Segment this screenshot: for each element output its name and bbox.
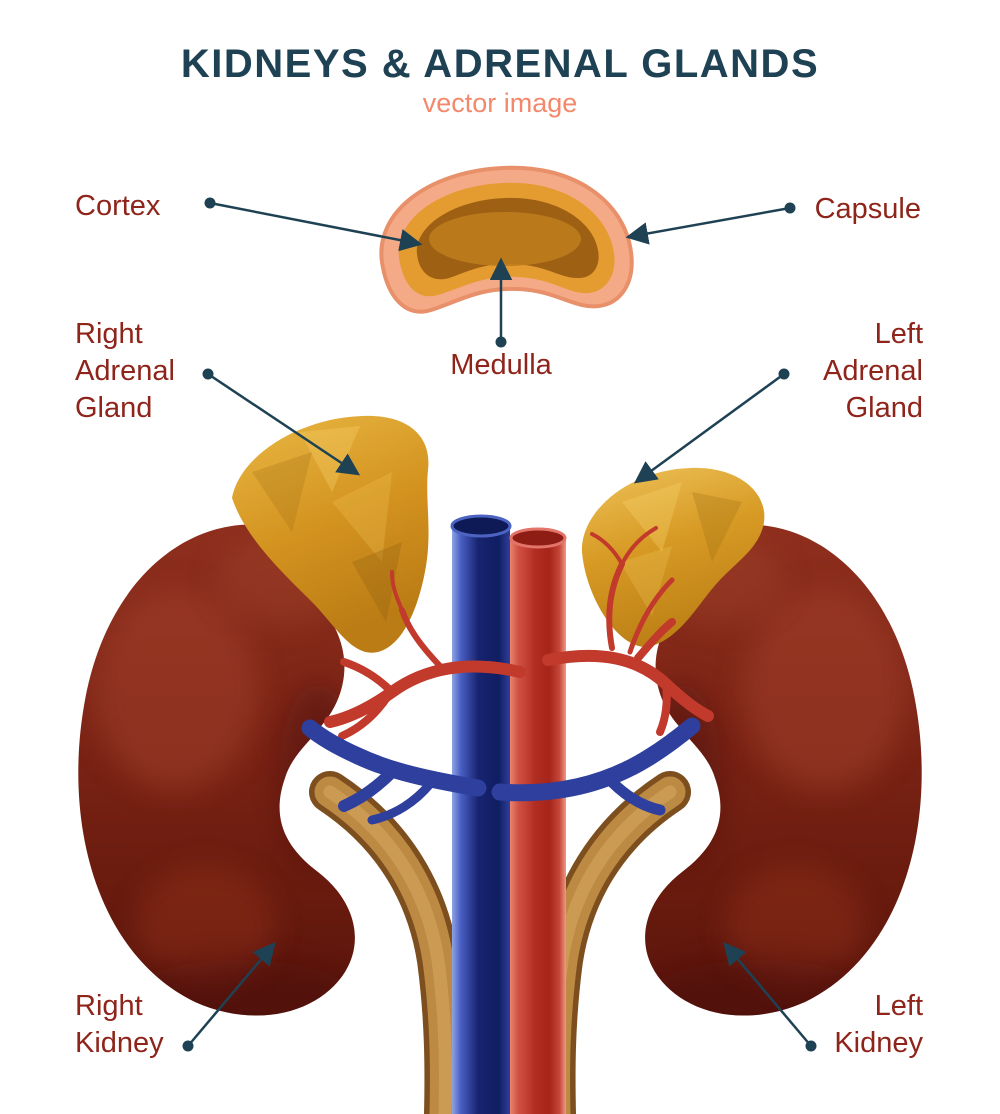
medulla-arrow [489, 257, 513, 348]
right-adrenal-gland-graphic [232, 415, 429, 653]
label-medulla: Medulla [450, 347, 552, 384]
label-line: Left [874, 990, 923, 1022]
label-cortex-text: Cortex [75, 190, 161, 222]
renal-veins-graphic [301, 717, 701, 825]
label-line: Gland [75, 392, 153, 424]
label-line: Right [75, 318, 143, 350]
label-line: Adrenal [75, 355, 175, 387]
label-right-adrenal-gland: Right Adrenal Gland [75, 316, 175, 427]
label-medulla-text: Medulla [450, 349, 552, 381]
label-left-kidney: Left Kidney [834, 988, 923, 1062]
label-capsule: Capsule [815, 191, 921, 228]
label-line: Right [75, 990, 143, 1022]
callout-arrows [182, 197, 817, 1052]
left-adrenal-gland-graphic [581, 467, 765, 647]
label-left-adrenal-gland: Left Adrenal Gland [823, 316, 923, 427]
aorta-graphic [509, 527, 567, 1114]
label-line: Gland [845, 392, 923, 424]
left-kidney-graphic [645, 524, 922, 1016]
adrenal-cross-section-graphic [379, 165, 634, 314]
page-subtitle: vector image [422, 88, 578, 118]
renal-arteries-graphic [324, 526, 714, 740]
vena-cava-graphic [450, 514, 512, 1114]
label-cortex: Cortex [75, 188, 160, 225]
label-capsule-text: Capsule [814, 193, 921, 225]
page-title: KIDNEYS & ADRENAL GLANDS [180, 42, 820, 86]
label-line: Left [874, 318, 923, 350]
left-adrenal-arrow [633, 368, 790, 484]
label-line: Adrenal [823, 355, 923, 387]
right-kidney-arrow [182, 942, 276, 1052]
left-kidney-arrow [723, 942, 817, 1052]
label-line: Kidney [75, 1027, 164, 1059]
label-line: Kidney [834, 1027, 923, 1059]
cortex-arrow [204, 197, 423, 252]
capsule-arrow [625, 202, 796, 245]
right-adrenal-arrow [202, 368, 361, 476]
label-right-kidney: Right Kidney [75, 988, 164, 1062]
medulla-center [429, 212, 581, 266]
